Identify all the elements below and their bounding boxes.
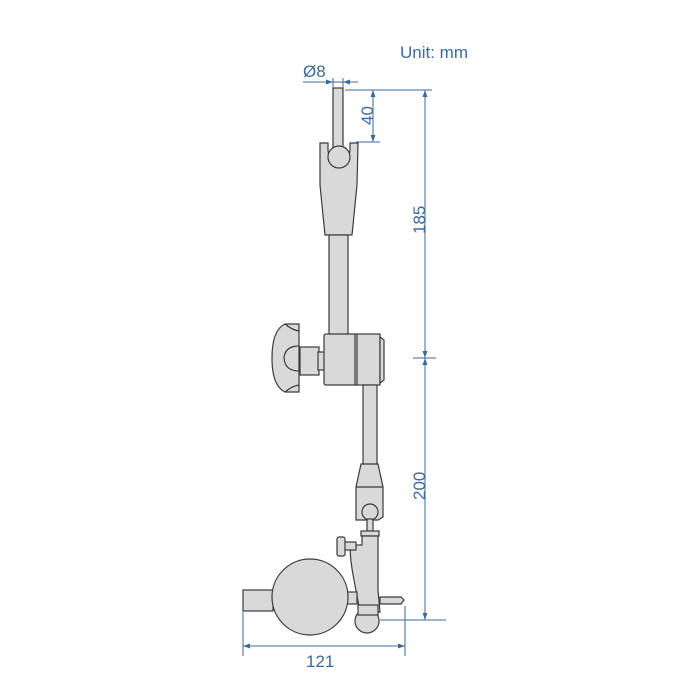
dim-rod-diameter: Ø8 bbox=[303, 62, 326, 81]
lower-ball-joint bbox=[361, 503, 379, 521]
dimensions: Ø8 40 185 200 121 bbox=[242, 62, 446, 671]
upper-arm bbox=[328, 234, 349, 336]
lower-arm bbox=[362, 384, 378, 466]
clamp-block-cap bbox=[379, 335, 385, 385]
fine-adjust-knob bbox=[336, 536, 346, 557]
knob-shaft bbox=[299, 346, 320, 376]
side-pin bbox=[379, 596, 405, 605]
knob-detail bbox=[283, 345, 300, 372]
magnetic-stand bbox=[242, 87, 405, 636]
top-rod bbox=[332, 87, 344, 151]
upper-ball-joint bbox=[327, 145, 351, 169]
magnetic-base-sphere bbox=[271, 558, 349, 636]
knob-grip-detail bbox=[284, 323, 300, 393]
unit-label: Unit: mm bbox=[400, 43, 468, 62]
dim-total-width: 121 bbox=[306, 652, 334, 671]
clamp-block-right bbox=[354, 333, 381, 386]
clamp-knob bbox=[271, 323, 300, 393]
dim-upper-height: 185 bbox=[410, 206, 429, 234]
dim-rod-length: 40 bbox=[358, 106, 377, 125]
base-stub bbox=[242, 589, 274, 612]
fine-adjust-shaft bbox=[343, 541, 357, 551]
dim-lower-height: 200 bbox=[410, 472, 429, 500]
lower-socket bbox=[355, 463, 384, 521]
clamp-block-left bbox=[323, 333, 358, 386]
ball-stud bbox=[366, 518, 374, 532]
stud-flange bbox=[360, 530, 380, 537]
roller-mount bbox=[357, 604, 379, 616]
